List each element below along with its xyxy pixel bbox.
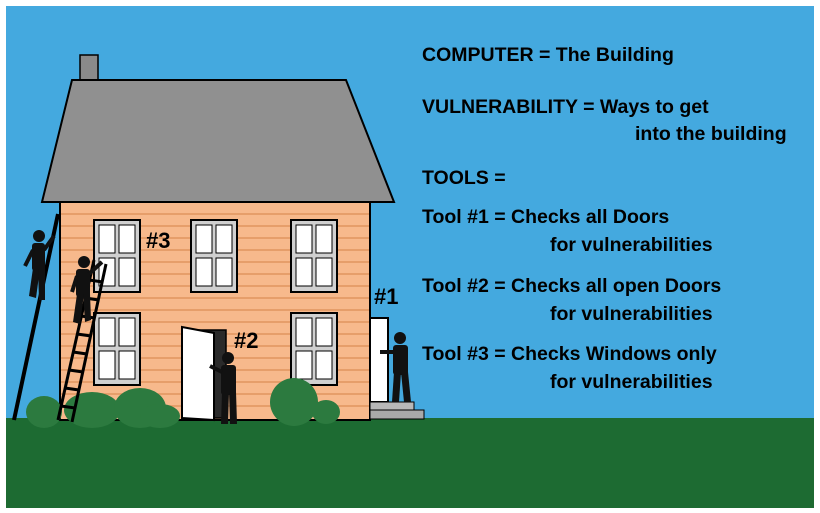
tool3-marker: #3 bbox=[146, 228, 170, 253]
person-at-open-door bbox=[209, 352, 237, 424]
tool1-marker: #1 bbox=[374, 284, 398, 309]
window bbox=[290, 219, 338, 293]
person-on-pole bbox=[23, 230, 56, 300]
person-on-ladder bbox=[70, 256, 104, 324]
legend-tool1-line2: for vulnerabilities bbox=[550, 234, 713, 256]
legend-tool3-line2: for vulnerabilities bbox=[550, 371, 713, 393]
legend-tools: TOOLS = bbox=[422, 167, 506, 189]
window bbox=[93, 312, 141, 386]
legend-vulnerability-line1: VULNERABILITY = Ways to get bbox=[422, 96, 709, 118]
open-door bbox=[181, 325, 227, 422]
window bbox=[93, 219, 141, 293]
roof bbox=[40, 79, 396, 203]
person-at-side-door bbox=[380, 332, 411, 402]
tool2-marker: #2 bbox=[234, 328, 258, 353]
window bbox=[190, 219, 238, 293]
legend-vulnerability-line2: into the building bbox=[635, 123, 787, 145]
legend: COMPUTER = The Building VULNERABILITY = … bbox=[422, 44, 787, 393]
grass bbox=[6, 418, 814, 508]
legend-tool2-line1: Tool #2 = Checks all open Doors bbox=[422, 275, 721, 297]
legend-tool1-line1: Tool #1 = Checks all Doors bbox=[422, 206, 669, 228]
pole bbox=[12, 213, 60, 421]
legend-tool3-line1: Tool #3 = Checks Windows only bbox=[422, 343, 717, 365]
side-door bbox=[369, 317, 389, 403]
legend-computer: COMPUTER = The Building bbox=[422, 44, 674, 66]
window bbox=[290, 312, 338, 386]
legend-tool2-line2: for vulnerabilities bbox=[550, 303, 713, 325]
